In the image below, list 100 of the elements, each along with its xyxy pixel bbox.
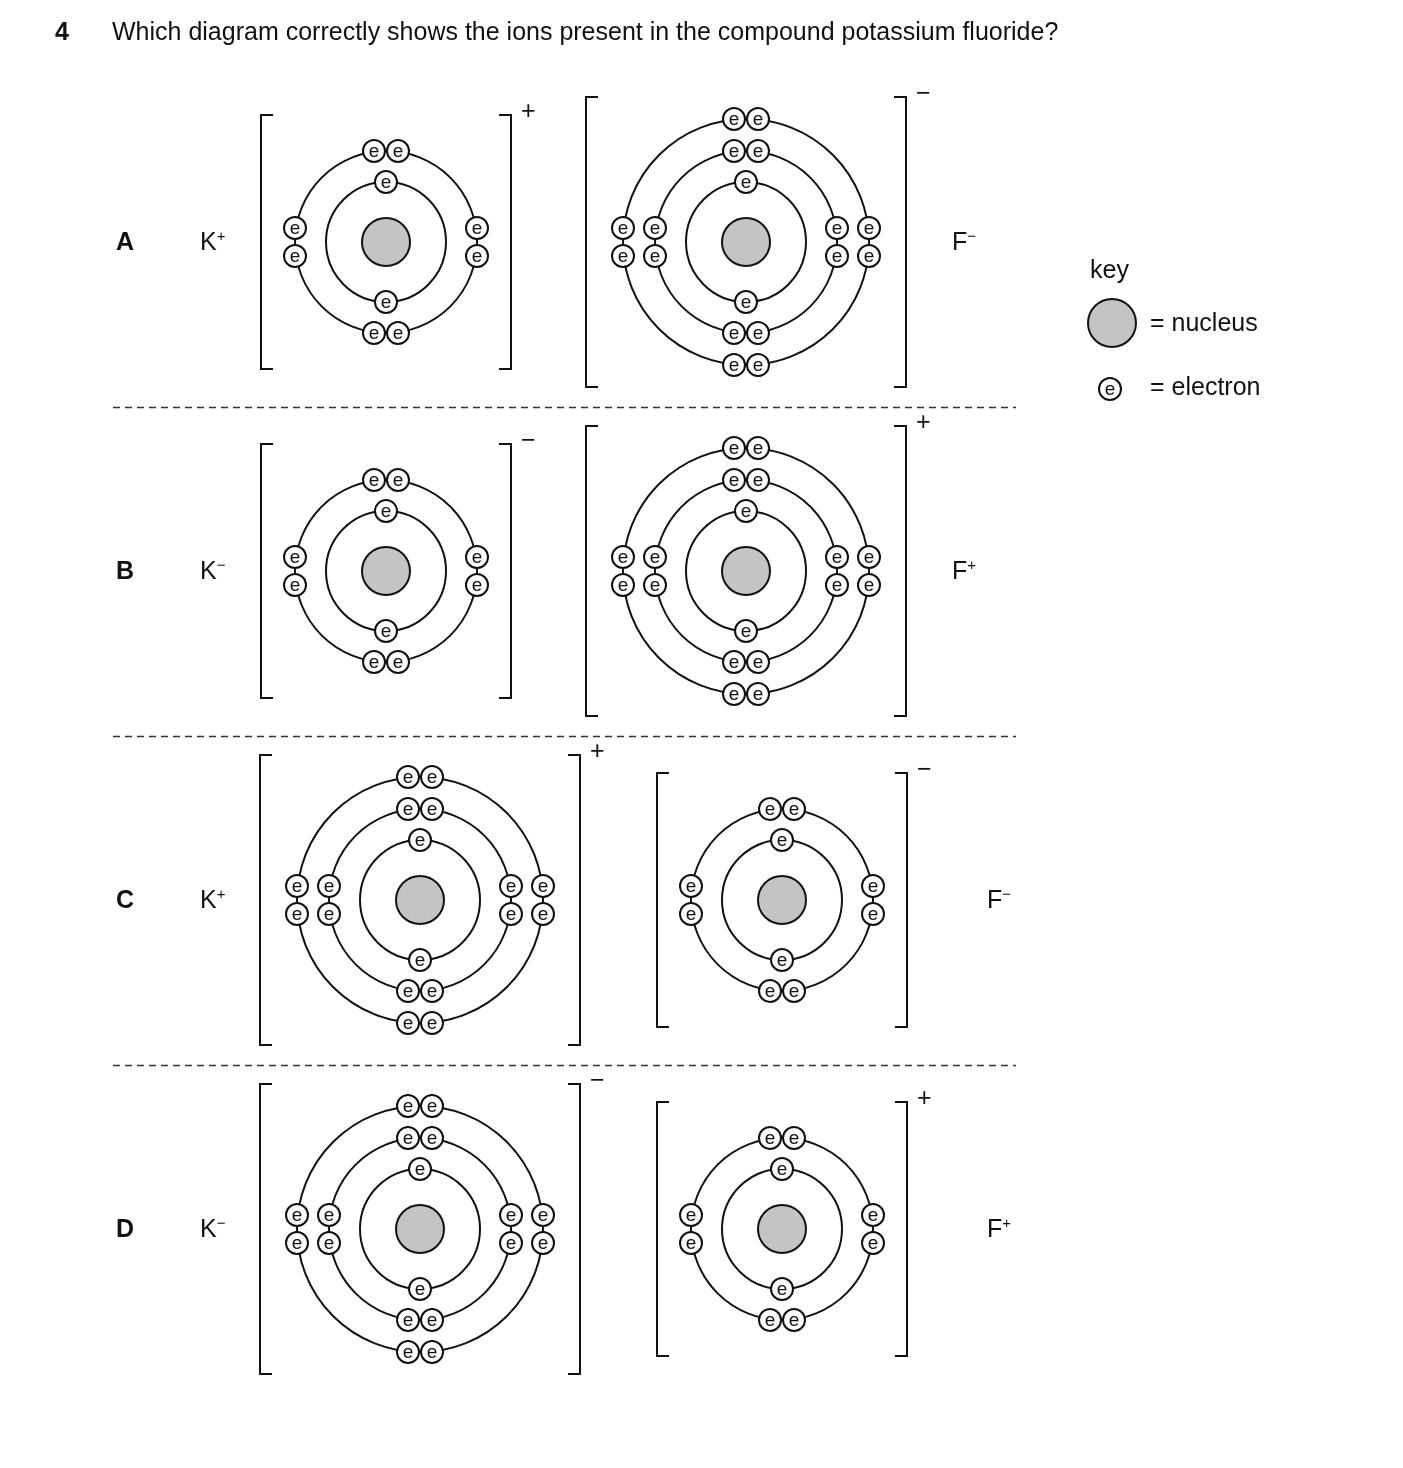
electron-symbol: e bbox=[861, 902, 885, 926]
electron-symbol: e bbox=[758, 1308, 782, 1332]
electron-symbol: e bbox=[374, 619, 398, 643]
ion-symbol: K$^{−}$ bbox=[200, 1215, 226, 1243]
electron-symbol: e bbox=[722, 107, 746, 131]
electron-symbol: e bbox=[782, 797, 806, 821]
electron-symbol: e bbox=[758, 1126, 782, 1150]
electron-symbol: e bbox=[362, 468, 386, 492]
electron-symbol: e bbox=[386, 321, 410, 345]
electron-symbol: e bbox=[746, 107, 770, 131]
electron-symbol: e bbox=[770, 1277, 794, 1301]
electron-symbol: e bbox=[396, 1126, 420, 1150]
electron-symbol: e bbox=[679, 874, 703, 898]
electron-symbol: e bbox=[861, 874, 885, 898]
charge-sign: − bbox=[917, 755, 932, 783]
electron-symbol: e bbox=[782, 1126, 806, 1150]
electron-symbol: e bbox=[857, 573, 881, 597]
electron-symbol: e bbox=[770, 1157, 794, 1181]
electron-symbol: e bbox=[285, 874, 309, 898]
electron-symbol: e bbox=[465, 244, 489, 268]
electron-symbol: e bbox=[758, 979, 782, 1003]
electron-symbol: e bbox=[499, 1203, 523, 1227]
electron-symbol: e bbox=[396, 1308, 420, 1332]
key-heading: key bbox=[1090, 256, 1129, 284]
electron-symbol: e bbox=[396, 765, 420, 789]
option-letter: A bbox=[116, 228, 135, 256]
electron-symbol: e bbox=[396, 1340, 420, 1364]
electron-symbol: e bbox=[283, 216, 307, 240]
electron-symbol: e bbox=[283, 244, 307, 268]
electron-symbol: e bbox=[499, 1231, 523, 1255]
electron-symbol: e bbox=[283, 573, 307, 597]
electron-symbol: e bbox=[770, 828, 794, 852]
electron-symbol: e bbox=[857, 545, 881, 569]
ion-symbol: K$^{+}$ bbox=[200, 886, 226, 914]
electron-symbol: e bbox=[408, 1157, 432, 1181]
option-letter: B bbox=[116, 557, 135, 585]
electron-symbol: e bbox=[746, 436, 770, 460]
electron-symbol: e bbox=[374, 290, 398, 314]
electron-symbol: e bbox=[465, 216, 489, 240]
electron-symbol: e bbox=[317, 1203, 341, 1227]
electron-symbol: e bbox=[317, 1231, 341, 1255]
electron-symbol: e bbox=[1098, 377, 1122, 401]
charge-sign: + bbox=[917, 1084, 932, 1112]
electron-symbol: e bbox=[611, 216, 635, 240]
electron-symbol: e bbox=[679, 1231, 703, 1255]
electron-symbol: e bbox=[857, 216, 881, 240]
electron-symbol: e bbox=[734, 290, 758, 314]
electron-symbol: e bbox=[362, 650, 386, 674]
electron-symbol: e bbox=[825, 244, 849, 268]
charge-sign: + bbox=[590, 737, 605, 765]
electron-symbol: e bbox=[861, 1231, 885, 1255]
option-letter: D bbox=[116, 1215, 135, 1243]
electron-symbol: e bbox=[374, 170, 398, 194]
charge-sign: + bbox=[916, 408, 931, 436]
electron-symbol: e bbox=[825, 545, 849, 569]
electron-symbol: e bbox=[408, 828, 432, 852]
electron-symbol: e bbox=[857, 244, 881, 268]
electron-symbol: e bbox=[825, 216, 849, 240]
ion-symbol: K$^{−}$ bbox=[200, 557, 226, 585]
electron-symbol: e bbox=[499, 874, 523, 898]
electron-symbol: e bbox=[643, 573, 667, 597]
charge-sign: − bbox=[590, 1066, 605, 1094]
electron-symbol: e bbox=[420, 797, 444, 821]
electron-symbol: e bbox=[317, 902, 341, 926]
electron-symbol: e bbox=[722, 650, 746, 674]
electron-symbol: e bbox=[420, 765, 444, 789]
electron-symbol: e bbox=[362, 139, 386, 163]
electron-symbol: e bbox=[531, 1231, 555, 1255]
electron-symbol: e bbox=[734, 499, 758, 523]
charge-sign: + bbox=[521, 97, 536, 125]
electron-symbol: e bbox=[386, 139, 410, 163]
electron-symbol: e bbox=[722, 436, 746, 460]
electron-symbol: e bbox=[499, 902, 523, 926]
electron-symbol: e bbox=[770, 948, 794, 972]
electron-symbol: e bbox=[734, 170, 758, 194]
electron-symbol: e bbox=[531, 1203, 555, 1227]
electron-symbol: e bbox=[362, 321, 386, 345]
electron-symbol: e bbox=[317, 874, 341, 898]
electron-symbol: e bbox=[285, 1203, 309, 1227]
electron-symbol: e bbox=[643, 545, 667, 569]
electron-symbol: e bbox=[679, 902, 703, 926]
electron-symbol: e bbox=[465, 545, 489, 569]
ion-symbol: K$^{+}$ bbox=[200, 228, 226, 256]
electron-symbol: e bbox=[746, 650, 770, 674]
ion-symbol: F$^{−}$ bbox=[952, 228, 977, 256]
electron-symbol: e bbox=[722, 353, 746, 377]
electron-symbol: e bbox=[386, 650, 410, 674]
electron-symbol: e bbox=[861, 1203, 885, 1227]
ion-symbol: F$^{−}$ bbox=[987, 886, 1012, 914]
electron-symbol: e bbox=[643, 244, 667, 268]
electron-symbol: e bbox=[283, 545, 307, 569]
electron-symbol: e bbox=[465, 573, 489, 597]
electron-symbol: e bbox=[420, 1011, 444, 1035]
electron-symbol: e bbox=[782, 1308, 806, 1332]
electron-symbol: e bbox=[722, 139, 746, 163]
electron-symbol: e bbox=[531, 874, 555, 898]
electron-symbol: e bbox=[746, 353, 770, 377]
electron-symbol: e bbox=[734, 619, 758, 643]
electron-symbol: e bbox=[420, 979, 444, 1003]
electron-symbol: e bbox=[758, 797, 782, 821]
